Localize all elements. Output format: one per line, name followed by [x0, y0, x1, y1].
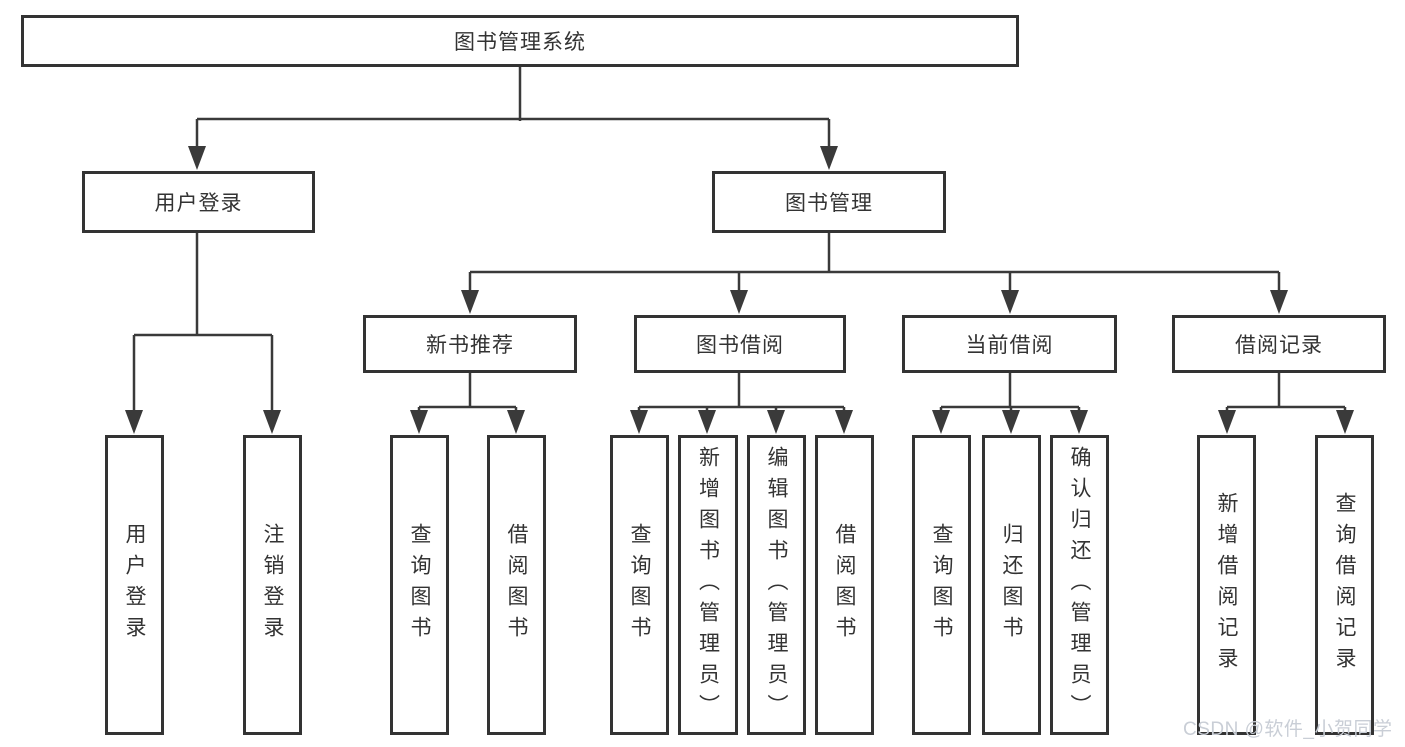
node-current-borrow-label: 当前借阅 [965, 334, 1054, 357]
arrowhead [125, 410, 143, 434]
leaf-add-book-admin: 新增图书（管理员） [678, 435, 738, 735]
arrowhead [932, 410, 950, 434]
csdn-watermark: CSDN @软件_小贺同学 [1183, 719, 1393, 740]
node-current-borrow: 当前借阅 [902, 315, 1117, 373]
leaf-user-login-label: 用户登录 [123, 523, 146, 647]
node-new-book-recommend: 新书推荐 [363, 315, 577, 373]
leaf-borrow-book-2-label: 借阅图书 [833, 523, 856, 647]
leaf-query-book-2-label: 查询图书 [628, 523, 651, 647]
arrowhead [835, 410, 853, 434]
arrowhead [1002, 410, 1020, 434]
node-book-borrow: 图书借阅 [634, 315, 846, 373]
node-user-login-label: 用户登录 [154, 192, 243, 215]
leaf-add-borrow-record: 新增借阅记录 [1197, 435, 1256, 735]
leaf-query-book-1: 查询图书 [390, 435, 449, 735]
arrowhead [461, 290, 479, 314]
arrowhead [263, 410, 281, 434]
leaf-edit-book-admin-label: 编辑图书（管理员） [765, 445, 788, 725]
arrowhead [410, 410, 428, 434]
node-borrow-records: 借阅记录 [1172, 315, 1386, 373]
leaf-query-book-3-label: 查询图书 [930, 523, 953, 647]
leaf-return-book-label: 归还图书 [1000, 523, 1023, 647]
leaf-logout: 注销登录 [243, 435, 302, 735]
node-borrow-records-label: 借阅记录 [1235, 334, 1323, 357]
leaf-borrow-book-2: 借阅图书 [815, 435, 874, 735]
arrowhead [507, 410, 525, 434]
arrowhead [730, 290, 748, 314]
arrowhead [1336, 410, 1354, 434]
arrowhead [767, 410, 785, 434]
leaf-confirm-return-admin: 确认归还（管理员） [1050, 435, 1109, 735]
arrowhead [1070, 410, 1088, 434]
leaf-return-book: 归还图书 [982, 435, 1041, 735]
node-book-borrow-label: 图书借阅 [696, 334, 784, 357]
leaf-query-book-2: 查询图书 [610, 435, 669, 735]
leaf-edit-book-admin: 编辑图书（管理员） [747, 435, 806, 735]
node-book-management-label: 图书管理 [785, 192, 873, 215]
leaf-borrow-book-1: 借阅图书 [487, 435, 546, 735]
arrowhead [1270, 290, 1288, 314]
arrowhead [630, 410, 648, 434]
arrowhead [820, 146, 838, 170]
leaf-borrow-book-1-label: 借阅图书 [505, 523, 528, 647]
leaf-user-login: 用户登录 [105, 435, 164, 735]
node-root-label: 图书管理系统 [454, 31, 586, 54]
leaf-query-book-1-label: 查询图书 [408, 523, 431, 647]
leaf-query-borrow-record-label: 查询借阅记录 [1333, 492, 1356, 678]
node-book-management: 图书管理 [712, 171, 946, 233]
arrowhead [1001, 290, 1019, 314]
leaf-logout-label: 注销登录 [261, 523, 284, 647]
arrowhead [188, 146, 206, 170]
arrowhead [698, 410, 716, 434]
node-new-book-recommend-label: 新书推荐 [426, 334, 514, 357]
node-root: 图书管理系统 [21, 15, 1019, 67]
connector-lines [132, 67, 1347, 412]
arrowhead [1218, 410, 1236, 434]
leaf-add-borrow-record-label: 新增借阅记录 [1215, 492, 1238, 678]
leaf-add-book-admin-label: 新增图书（管理员） [696, 445, 720, 725]
leaf-query-borrow-record: 查询借阅记录 [1315, 435, 1374, 735]
node-user-login: 用户登录 [82, 171, 315, 233]
leaf-confirm-return-admin-label: 确认归还（管理员） [1068, 445, 1091, 725]
leaf-query-book-3: 查询图书 [912, 435, 971, 735]
